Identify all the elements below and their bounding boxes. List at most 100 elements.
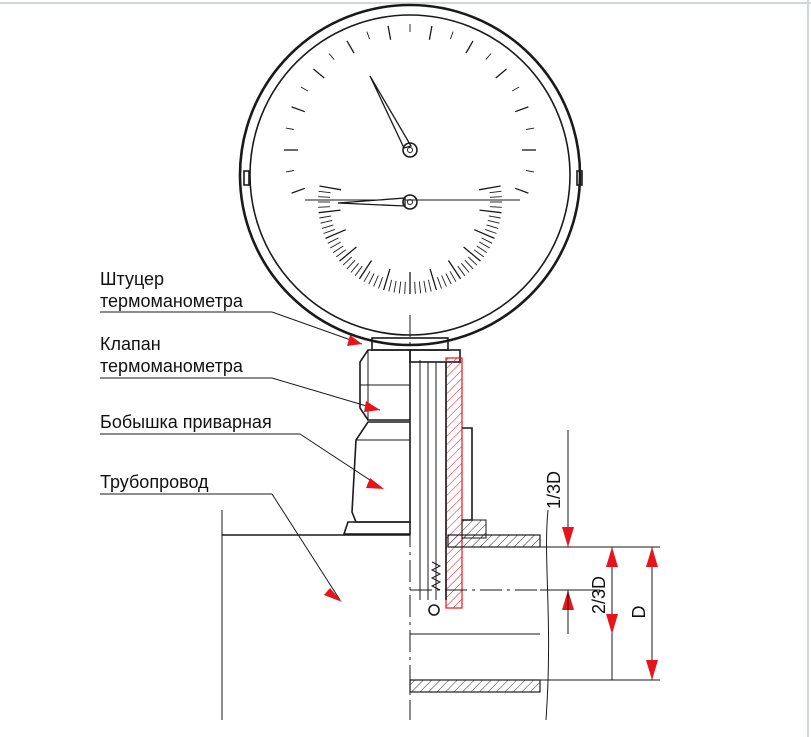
dial-tick	[342, 256, 353, 266]
dial-tick	[321, 224, 334, 229]
dim-two-thirds: 2/3D	[589, 576, 609, 614]
dial-tick	[291, 187, 306, 194]
dial-tick	[441, 275, 447, 287]
dial-tick	[325, 229, 346, 239]
dial-tick	[339, 246, 357, 262]
dial-tick	[346, 259, 356, 270]
dial-tick	[285, 170, 294, 173]
hatched-section-red	[445, 357, 463, 609]
arrow-pipeline	[324, 588, 342, 602]
dial-tick	[387, 25, 392, 40]
dial-tick	[449, 31, 454, 40]
dial-tick	[479, 241, 490, 249]
dial-tick	[423, 280, 427, 293]
dial-tick	[488, 215, 501, 219]
dial-tick	[328, 53, 335, 60]
dial-tick	[318, 190, 331, 194]
arrow-1-3d-down	[562, 527, 574, 547]
dial-tick	[487, 219, 500, 224]
pipeline	[221, 509, 550, 721]
dial-tick	[318, 209, 341, 214]
upper-needle	[369, 75, 418, 158]
dial-tick	[285, 127, 294, 130]
dial-tick	[485, 53, 492, 60]
dial-tick	[463, 246, 481, 262]
dial-tick	[378, 277, 384, 289]
dial-tick	[320, 219, 333, 224]
dial-tick	[473, 249, 485, 258]
dial-tick	[489, 190, 502, 194]
dial-tick	[429, 268, 438, 291]
label-pipeline: Трубопровод	[100, 472, 209, 492]
dial-tick	[373, 275, 379, 287]
welded-boss	[351, 421, 411, 523]
dial-tick	[354, 265, 363, 277]
pipe-top-wall	[447, 534, 541, 548]
dial-tick	[332, 245, 344, 253]
dial-tick	[330, 241, 341, 249]
dial-tick	[489, 206, 502, 208]
dial-tick	[382, 268, 391, 291]
dial-tick	[404, 281, 406, 294]
dial-tick	[363, 271, 371, 282]
dial-tick	[318, 206, 331, 208]
dial-tick	[393, 280, 397, 293]
dial-tick	[476, 245, 488, 253]
valve-ball	[428, 604, 440, 616]
thermomanometer-gauge	[238, 3, 583, 347]
arrow-d-down	[646, 660, 658, 680]
lower-needle	[337, 194, 418, 210]
dial-tick	[427, 279, 432, 292]
dial-tick	[428, 25, 433, 40]
dial-tick	[449, 271, 457, 282]
dial-tick	[526, 127, 535, 130]
dial-tick	[478, 185, 501, 191]
dial-tick	[514, 187, 529, 194]
dial-tick	[526, 170, 535, 173]
label-valve-line2: термоманометра	[100, 356, 244, 376]
dial-tick	[323, 228, 335, 234]
dial-tick	[366, 31, 371, 40]
dial-tick	[414, 281, 416, 294]
dial-tick	[368, 273, 375, 285]
dial-tick	[398, 281, 402, 294]
labels: Штуцер термоманометра Клапан термоманоме…	[100, 269, 384, 602]
arrow-d-up	[646, 547, 658, 567]
dial-tick	[489, 196, 502, 198]
dial-tick	[457, 265, 466, 277]
label-fitting-line2: термоманометра	[100, 291, 244, 311]
dial-tick	[291, 106, 306, 113]
dial-tick	[514, 106, 529, 113]
dial-tick	[358, 260, 373, 280]
gauge-left-lug	[243, 170, 250, 186]
dial-tick	[350, 263, 359, 273]
dial-tick	[467, 256, 478, 266]
arrow-valve	[364, 401, 380, 412]
dial-tick	[511, 86, 520, 92]
dial-tick	[461, 263, 470, 273]
upper-dial-ticks	[284, 24, 536, 194]
arrow-boss	[366, 478, 384, 489]
label-boss: Бобышка приварная	[100, 412, 272, 432]
label-valve-line1: Клапан	[100, 334, 161, 354]
dial-tick	[318, 196, 331, 198]
dial-tick	[319, 215, 332, 219]
lower-dial-ticks	[318, 185, 502, 294]
valve-spring	[430, 561, 442, 591]
dial-tick	[474, 229, 495, 239]
boss-base	[342, 521, 411, 535]
dial-tick	[481, 237, 493, 244]
dimensions: 1/3D 2/3D D	[540, 430, 660, 681]
pipe-bottom-wall	[409, 679, 541, 693]
dial-tick	[485, 228, 497, 234]
arrow-2-3d-down	[606, 614, 618, 634]
gauge-right-lug	[576, 170, 583, 186]
dial-tick	[479, 209, 502, 214]
dial-tick	[327, 237, 339, 244]
dial-tick	[313, 68, 325, 79]
dial-tick	[300, 86, 309, 92]
dim-diameter: D	[629, 606, 649, 619]
arrow-fitting	[347, 335, 362, 346]
dial-tick	[447, 260, 462, 280]
arrow-2-3d-up	[606, 547, 618, 567]
